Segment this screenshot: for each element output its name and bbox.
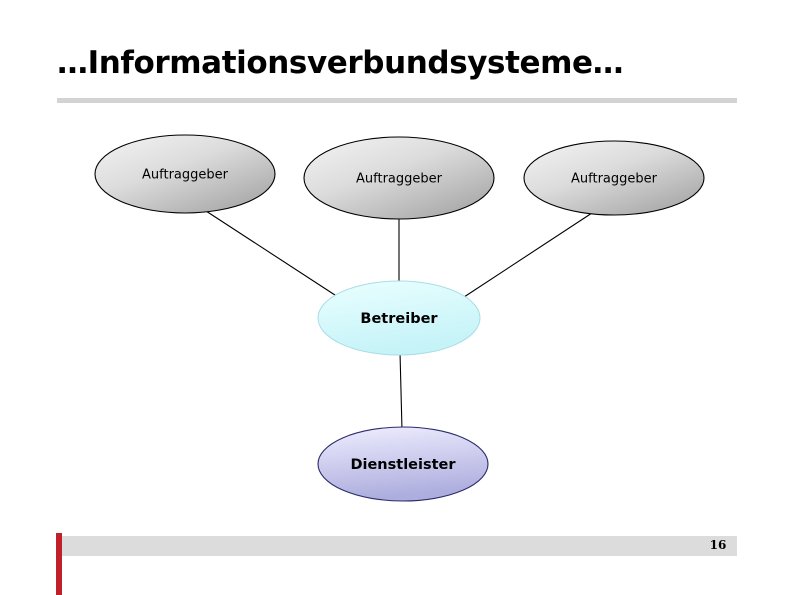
node-auftraggeber-3[interactable]: Auftraggeber bbox=[523, 140, 705, 216]
node-label-betreiber: Betreiber bbox=[360, 311, 438, 327]
edge-auftraggeber1-betreiber bbox=[205, 210, 339, 298]
node-dienstleister[interactable]: Dienstleister bbox=[317, 426, 489, 502]
footer-accent-bar bbox=[56, 533, 62, 595]
node-betreiber[interactable]: Betreiber bbox=[317, 280, 481, 356]
footer-bar bbox=[62, 536, 737, 556]
page-title: …Informationsverbundsysteme… bbox=[57, 45, 624, 81]
node-label-auftraggeber-1: Auftraggeber bbox=[142, 168, 229, 183]
node-shape-ellipse bbox=[303, 136, 495, 220]
node-label-dienstleister: Dienstleister bbox=[350, 457, 456, 473]
page-number: 16 bbox=[709, 538, 727, 552]
node-auftraggeber-2[interactable]: Auftraggeber bbox=[303, 136, 495, 220]
edge-auftraggeber3-betreiber bbox=[460, 212, 593, 300]
node-label-auftraggeber-2: Auftraggeber bbox=[356, 172, 443, 187]
node-shape-ellipse bbox=[317, 426, 489, 502]
edge-betreiber-dienstleister bbox=[399, 351, 403, 431]
diagram-edges bbox=[205, 210, 593, 431]
node-shape-ellipse bbox=[94, 134, 276, 214]
node-label-auftraggeber-3: Auftraggeber bbox=[571, 172, 658, 187]
title-divider bbox=[57, 98, 737, 103]
node-shape-ellipse bbox=[523, 140, 705, 216]
node-shape-ellipse bbox=[317, 280, 481, 356]
node-auftraggeber-1[interactable]: Auftraggeber bbox=[94, 134, 276, 214]
